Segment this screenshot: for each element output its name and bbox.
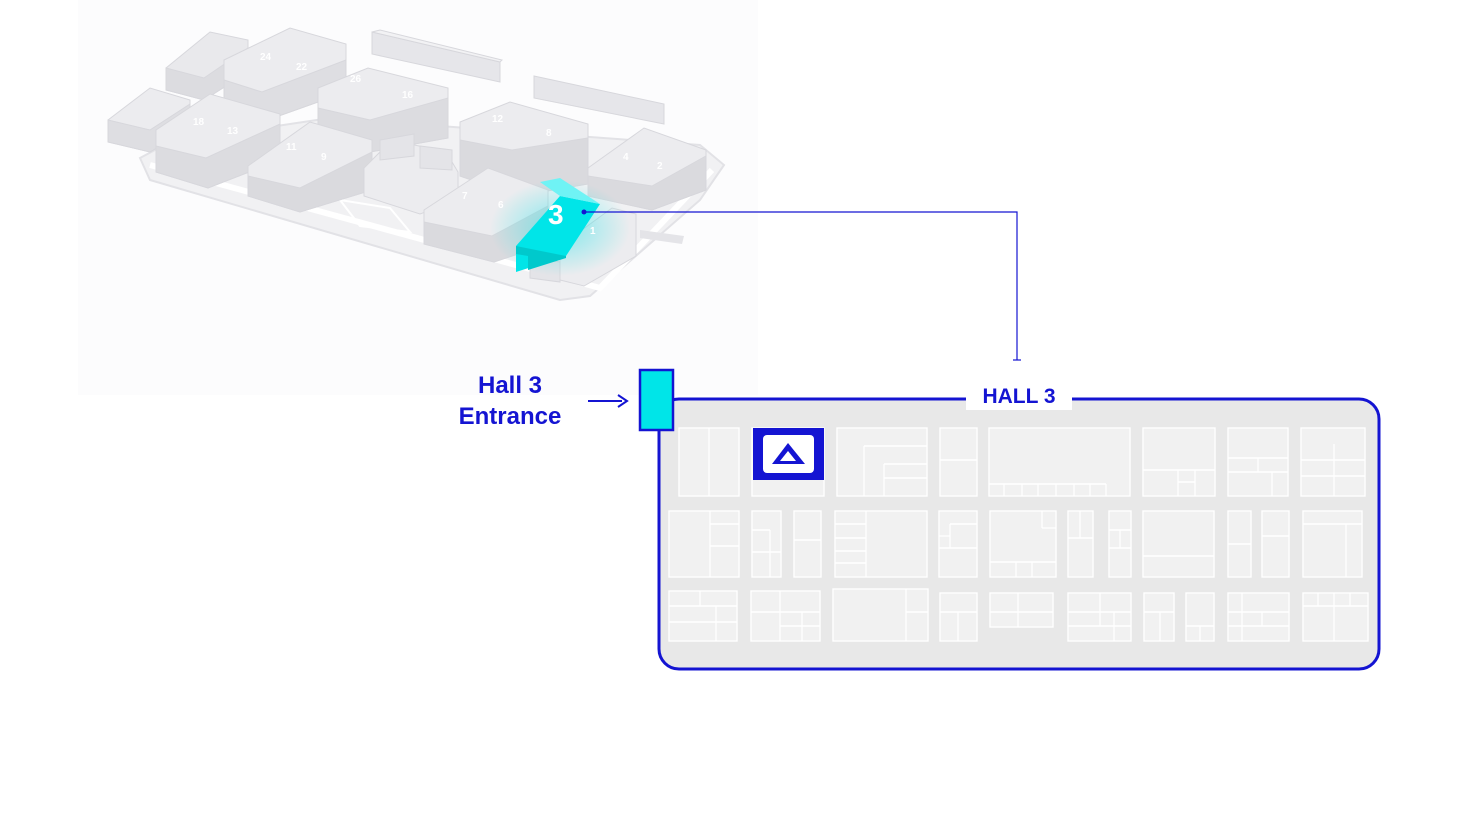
hall-title: HALL 3 xyxy=(966,384,1072,410)
building-number: 22 xyxy=(296,62,308,73)
campus-buildings xyxy=(107,27,707,287)
booth xyxy=(939,427,978,497)
building-number: 11 xyxy=(286,142,297,153)
campus-hall-3-highlight: 3 xyxy=(490,178,630,276)
building-number: 24 xyxy=(260,52,272,63)
building-number: 4 xyxy=(623,152,629,163)
booth xyxy=(988,427,1131,497)
booth xyxy=(1302,592,1369,642)
booth xyxy=(832,588,929,642)
entrance-arrow-icon xyxy=(588,394,629,408)
entrance-label-line1: Hall 3 xyxy=(477,372,543,399)
building-number: 8 xyxy=(546,128,552,139)
building-number: 12 xyxy=(492,114,504,125)
building-number: 18 xyxy=(193,117,205,128)
booth xyxy=(938,510,978,578)
triangle-logo-icon xyxy=(770,443,807,467)
connector-line xyxy=(581,209,1021,361)
exhibitor-logo-booth[interactable] xyxy=(753,428,824,480)
building-number: 26 xyxy=(350,74,362,85)
booth xyxy=(989,510,1057,578)
booth xyxy=(834,510,928,578)
booth xyxy=(1227,592,1290,642)
building-number: 9 xyxy=(321,152,327,163)
entrance-label: Hall 3 Entrance xyxy=(430,370,590,432)
campus-building-labels: 24 22 26 16 18 13 11 9 12 8 4 2 7 6 1 xyxy=(193,52,663,237)
booth xyxy=(989,592,1054,628)
booth xyxy=(836,427,928,497)
building-number: 1 xyxy=(590,226,596,237)
hall-3-entrance-door[interactable] xyxy=(638,368,675,432)
booth xyxy=(668,510,740,578)
booth xyxy=(793,510,822,578)
booth xyxy=(1300,427,1366,497)
building-number: 6 xyxy=(498,200,504,211)
hall-booths xyxy=(668,427,1369,642)
building-number: 13 xyxy=(227,126,239,137)
campus-hall-3-number: 3 xyxy=(548,199,564,230)
entrance-label-line2: Entrance xyxy=(458,403,562,430)
booth xyxy=(668,590,738,642)
booth xyxy=(1302,510,1363,578)
booth xyxy=(1142,427,1216,497)
booth xyxy=(1261,510,1290,578)
building-number: 2 xyxy=(657,161,663,172)
booth xyxy=(1142,510,1215,578)
booth xyxy=(750,590,821,642)
booth xyxy=(1143,592,1175,642)
building-number: 16 xyxy=(402,90,414,101)
building-number: 7 xyxy=(462,191,468,202)
booth xyxy=(751,510,782,578)
